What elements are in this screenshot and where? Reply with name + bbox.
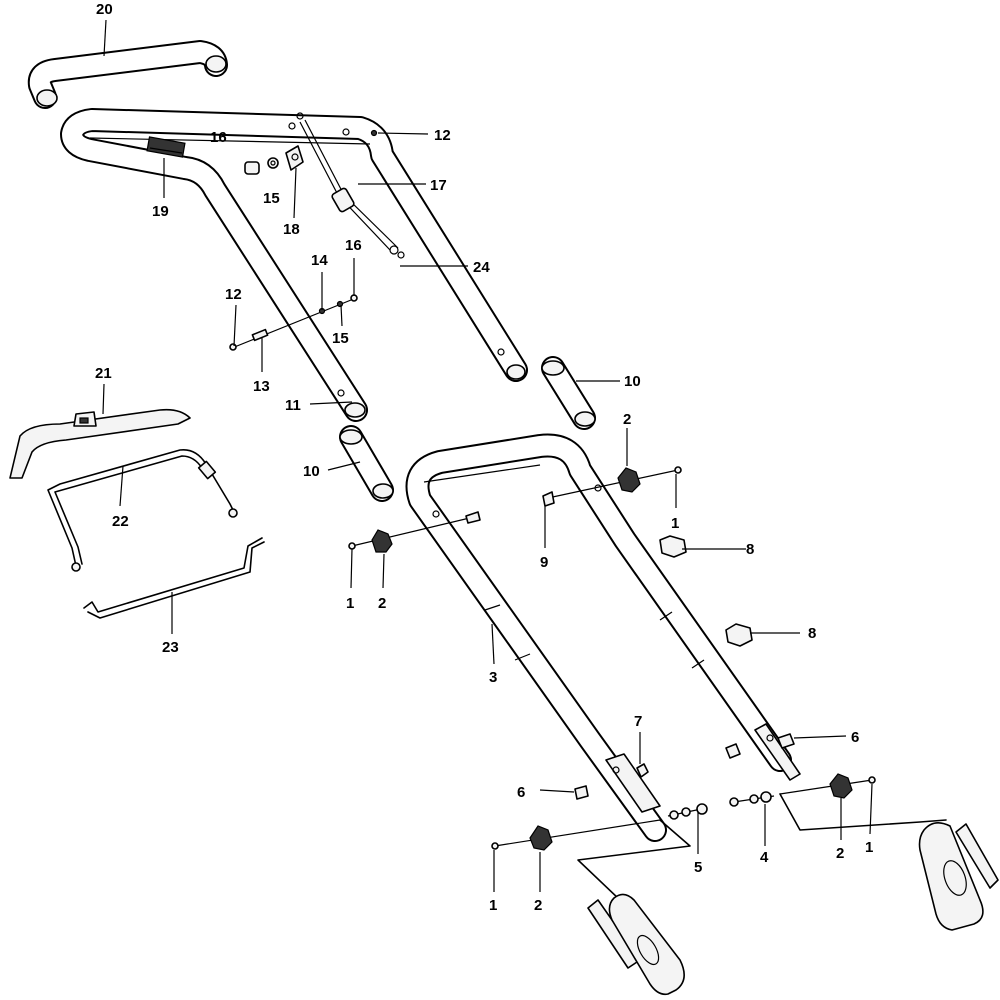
cam-knob-part-upper xyxy=(659,535,687,558)
callout-3: 3 xyxy=(489,669,497,686)
callout-17: 17 xyxy=(430,177,447,194)
callout-12: 12 xyxy=(434,127,451,144)
callout-15: 15 xyxy=(332,330,349,347)
callout-20: 20 xyxy=(96,1,113,18)
cable-clip-part xyxy=(146,136,186,158)
callout-10: 10 xyxy=(303,463,320,480)
cam-knob-part-lower xyxy=(725,623,753,647)
tube-sleeve-part-upper xyxy=(541,356,596,430)
control-cable-part xyxy=(299,119,405,259)
callout-2: 2 xyxy=(836,845,844,862)
callout-6: 6 xyxy=(851,729,859,746)
callout-2: 2 xyxy=(378,595,386,612)
handle-grip-part xyxy=(27,40,228,109)
callout-1: 1 xyxy=(346,595,354,612)
tube-sleeve-part-lower xyxy=(339,425,394,502)
link-rod-part xyxy=(83,537,265,619)
knob-assembly-left xyxy=(348,511,481,553)
callout-8: 8 xyxy=(746,541,754,558)
callout-10: 10 xyxy=(624,373,641,390)
callout-2: 2 xyxy=(534,897,542,914)
bail-cover-part xyxy=(9,408,191,479)
knob-assembly-right xyxy=(542,466,682,507)
callout-9: 9 xyxy=(540,554,548,571)
callout-1: 1 xyxy=(865,839,873,856)
lower-handle-part xyxy=(405,433,801,842)
knob-assembly-bottom-right xyxy=(779,773,876,799)
callout-7: 7 xyxy=(634,713,642,730)
callout-21: 21 xyxy=(95,365,112,382)
callout-labels: 20 12 16 17 15 19 18 24 16 14 12 15 13 2… xyxy=(95,1,873,914)
callout-22: 22 xyxy=(112,513,129,530)
callout-5: 5 xyxy=(694,859,702,876)
chassis-bracket-left xyxy=(577,819,691,996)
bail-wire-part xyxy=(47,448,238,572)
upper-small-parts xyxy=(244,145,304,175)
cable-bolt-assembly xyxy=(229,294,358,351)
callout-16: 16 xyxy=(210,129,227,146)
callout-14: 14 xyxy=(311,252,328,269)
callout-19: 19 xyxy=(152,203,169,220)
leader-lines xyxy=(102,19,873,892)
callout-23: 23 xyxy=(162,639,179,656)
callout-2: 2 xyxy=(623,411,631,428)
callout-1: 1 xyxy=(671,515,679,532)
callout-8: 8 xyxy=(808,625,816,642)
callout-16: 16 xyxy=(345,237,362,254)
callout-13: 13 xyxy=(253,378,270,395)
callout-6: 6 xyxy=(517,784,525,801)
callout-18: 18 xyxy=(283,221,300,238)
callout-24: 24 xyxy=(473,259,490,276)
chassis-bracket-right xyxy=(779,793,999,931)
callout-12: 12 xyxy=(225,286,242,303)
bolt-washer-right xyxy=(729,791,775,807)
bolt-washer-left xyxy=(667,803,708,820)
knob-assembly-bottom-left xyxy=(491,819,661,851)
bolt-nut-parts xyxy=(574,733,795,800)
callout-4: 4 xyxy=(760,849,769,866)
callout-15: 15 xyxy=(263,190,280,207)
callout-11: 11 xyxy=(285,397,301,414)
callout-1: 1 xyxy=(489,897,497,914)
